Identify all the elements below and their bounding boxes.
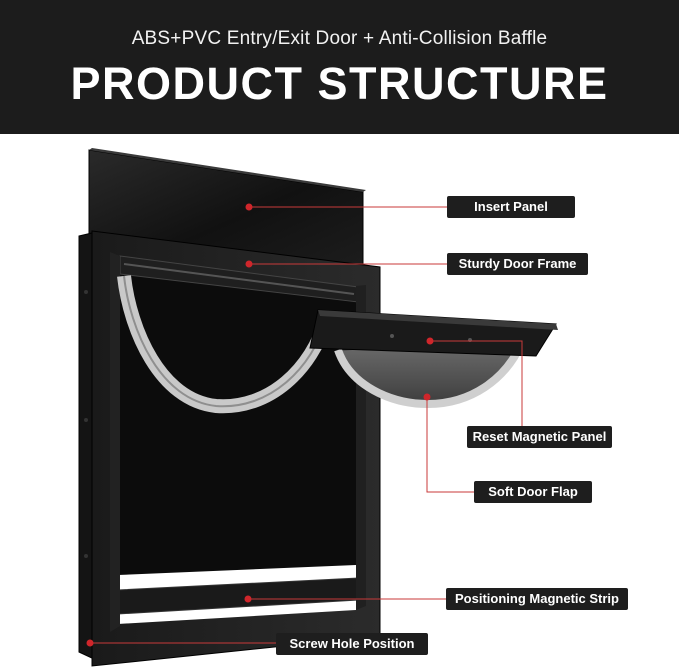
header-title: PRODUCT STRUCTURE: [70, 58, 609, 109]
header-banner: ABS+PVC Entry/Exit Door + Anti-Collision…: [0, 0, 679, 134]
header-subtitle: ABS+PVC Entry/Exit Door + Anti-Collision…: [131, 28, 548, 49]
soft-door-flap-label: Soft Door Flap: [474, 481, 592, 503]
pet-door-illustration: [78, 148, 558, 667]
callout-dots: [86, 203, 434, 647]
positioning-magnetic-strip-label: Positioning Magnetic Strip: [446, 588, 628, 610]
sturdy-door-frame-label: Sturdy Door Frame: [447, 253, 588, 275]
door-opening: [118, 258, 356, 624]
insert-panel-label: Insert Panel: [447, 196, 575, 218]
reset-magnetic-panel-label: Reset Magnetic Panel: [467, 426, 612, 448]
screw-hole-position-label: Screw Hole Position: [276, 633, 428, 655]
